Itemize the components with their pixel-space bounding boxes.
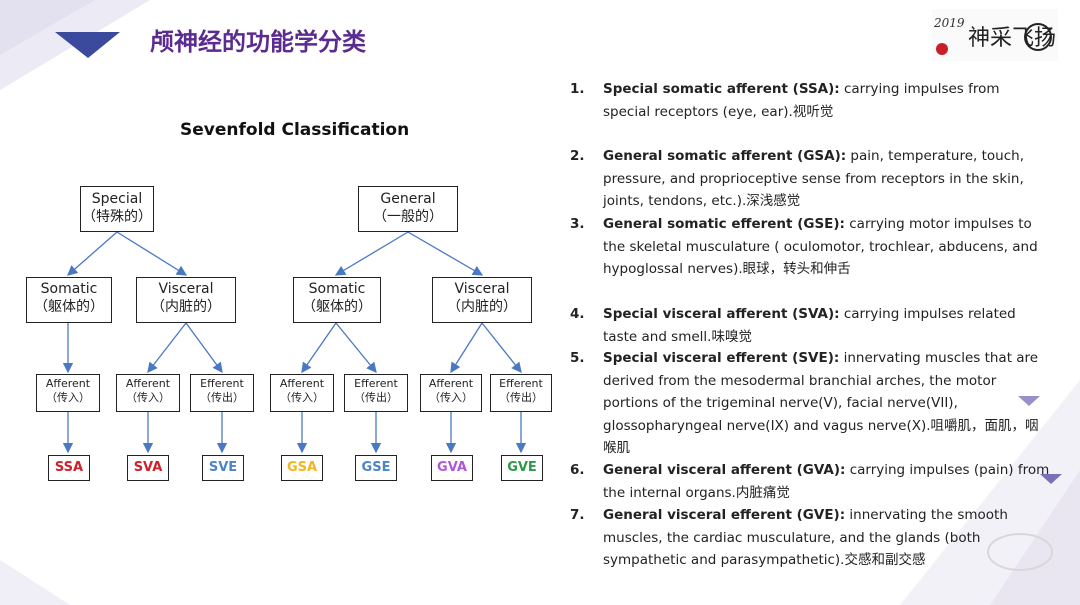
item-number: 1. bbox=[570, 81, 585, 97]
node-ss-afferent: Afferent （传入） bbox=[36, 374, 100, 412]
leaf-label: SVE bbox=[208, 460, 238, 475]
node-gs-afferent: Afferent （传入） bbox=[270, 374, 334, 412]
node-gv-efferent: Efferent （传出） bbox=[490, 374, 552, 412]
item-term: Special somatic afferent (SSA): bbox=[603, 81, 840, 97]
leaf-ssa: SSA bbox=[48, 455, 90, 481]
item-text: carrying impulses related taste and smel… bbox=[603, 306, 1016, 345]
leaf-gse: GSE bbox=[355, 455, 397, 481]
node-label: Efferent bbox=[200, 377, 244, 390]
item-term: General visceral efferent (GVE): bbox=[603, 507, 846, 523]
list-item: 6. General visceral afferent (GVA): carr… bbox=[570, 459, 1050, 504]
item-text: carrying motor impulses to the skeletal … bbox=[603, 216, 1038, 277]
node-label: Somatic bbox=[40, 281, 98, 297]
node-label-zh: （传出） bbox=[499, 390, 543, 404]
leaf-label: SVA bbox=[133, 460, 163, 475]
item-number: 7. bbox=[570, 507, 585, 523]
node-general-visceral: Visceral （内脏的） bbox=[432, 277, 532, 323]
page-title: 颅神经的功能学分类 bbox=[150, 28, 366, 56]
item-number: 5. bbox=[570, 350, 585, 366]
node-label-zh: （一般的） bbox=[373, 208, 443, 225]
logo-graphic: 2019 神采飞扬 bbox=[932, 9, 1058, 61]
node-label: Efferent bbox=[354, 377, 398, 390]
node-label-zh: （内脏的） bbox=[447, 298, 517, 315]
node-label-zh: （传入） bbox=[46, 390, 90, 404]
item-text: pain, temperature, touch, pressure, and … bbox=[603, 148, 1024, 209]
node-general: General （一般的） bbox=[358, 186, 458, 232]
watermark-icon bbox=[987, 533, 1053, 571]
item-term: General somatic efferent (GSE): bbox=[603, 216, 845, 232]
svg-text:2019: 2019 bbox=[933, 16, 965, 30]
item-number: 6. bbox=[570, 462, 585, 478]
node-label-zh: （传出） bbox=[354, 390, 398, 404]
node-sv-afferent: Afferent （传入） bbox=[116, 374, 180, 412]
list-item: 5. Special visceral efferent (SVE): inne… bbox=[570, 347, 1050, 460]
item-term: Special visceral afferent (SVA): bbox=[603, 306, 840, 322]
node-label: Visceral bbox=[454, 281, 510, 297]
node-label-zh: （特殊的） bbox=[82, 208, 152, 225]
leaf-label: SSA bbox=[54, 460, 84, 475]
node-label-zh: （内脏的） bbox=[151, 298, 221, 315]
leaf-label: GVE bbox=[507, 460, 537, 475]
leaf-label: GSE bbox=[361, 460, 391, 475]
leaf-label: GSA bbox=[286, 460, 318, 475]
item-number: 3. bbox=[570, 216, 585, 232]
node-special: Special （特殊的） bbox=[80, 186, 154, 232]
leaf-sva: SVA bbox=[127, 455, 169, 481]
node-label-zh: （躯体的） bbox=[302, 298, 372, 315]
list-item: 7. General visceral efferent (GVE): inne… bbox=[570, 504, 1050, 572]
classification-diagram: Special （特殊的） General （一般的） Somatic （躯体的… bbox=[26, 186, 552, 481]
item-text: innervating muscles that are derived fro… bbox=[603, 350, 1039, 456]
item-term: General somatic afferent (GSA): bbox=[603, 148, 847, 164]
node-label-zh: （传入） bbox=[126, 390, 170, 404]
node-label-zh: （传出） bbox=[200, 390, 244, 404]
node-special-visceral: Visceral （内脏的） bbox=[136, 277, 236, 323]
leaf-gva: GVA bbox=[431, 455, 473, 481]
node-label: General bbox=[380, 191, 436, 207]
diagram-connectors bbox=[62, 231, 527, 454]
item-term: General visceral afferent (GVA): bbox=[603, 462, 846, 478]
item-text: carrying impulses from special receptors… bbox=[603, 81, 1000, 120]
item-number: 2. bbox=[570, 148, 585, 164]
leaf-gve: GVE bbox=[501, 455, 543, 481]
logo: 2019 神采飞扬 bbox=[930, 5, 1060, 65]
list-item: 1. Special somatic afferent (SSA): carry… bbox=[570, 78, 1050, 123]
list-item: 2. General somatic afferent (GSA): pain,… bbox=[570, 145, 1050, 213]
node-label: Afferent bbox=[45, 377, 91, 390]
node-gs-efferent: Efferent （传出） bbox=[344, 374, 408, 412]
node-label: Afferent bbox=[279, 377, 325, 390]
node-sv-efferent: Efferent （传出） bbox=[190, 374, 254, 412]
node-label-zh: （传入） bbox=[280, 390, 324, 404]
node-label: Somatic bbox=[308, 281, 366, 297]
node-label-zh: （躯体的） bbox=[34, 298, 104, 315]
node-label: Visceral bbox=[158, 281, 214, 297]
node-label-zh: （传入） bbox=[429, 390, 473, 404]
list-item: 3. General somatic efferent (GSE): carry… bbox=[570, 213, 1050, 281]
node-label: Afferent bbox=[125, 377, 171, 390]
list-item: 4. Special visceral afferent (SVA): carr… bbox=[570, 303, 1050, 348]
item-text: carrying impulses (pain) from the intern… bbox=[603, 462, 1050, 501]
node-general-somatic: Somatic （躯体的） bbox=[293, 277, 381, 323]
node-gv-afferent: Afferent （传入） bbox=[420, 374, 482, 412]
item-term: Special visceral efferent (SVE): bbox=[603, 350, 840, 366]
item-number: 4. bbox=[570, 306, 585, 322]
node-label: Afferent bbox=[428, 377, 474, 390]
svg-text:神采飞扬: 神采飞扬 bbox=[968, 26, 1056, 51]
leaf-sve: SVE bbox=[202, 455, 244, 481]
item-text: innervating the smooth muscles, the card… bbox=[603, 507, 1008, 568]
leaf-gsa: GSA bbox=[281, 455, 323, 481]
node-label: Special bbox=[91, 191, 143, 207]
node-label: Efferent bbox=[499, 377, 543, 390]
diagram-title: Sevenfold Classification bbox=[180, 120, 410, 140]
leaf-label: GVA bbox=[437, 460, 467, 475]
node-special-somatic: Somatic （躯体的） bbox=[26, 277, 112, 323]
